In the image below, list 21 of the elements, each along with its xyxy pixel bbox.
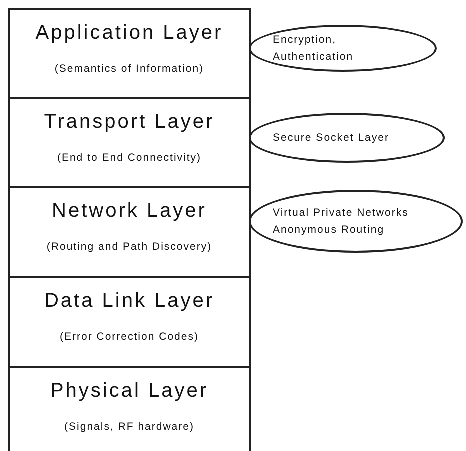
layer-name: Physical Layer: [50, 380, 209, 403]
security-measure-text: Anonymous Routing: [273, 222, 386, 238]
layer-box: [8, 276, 251, 368]
layer-box: [8, 366, 251, 451]
layer-name: Network Layer: [52, 200, 207, 223]
layer-name: Application Layer: [36, 22, 224, 45]
layer-box: [8, 186, 251, 278]
security-measure-text: Encryption, Authentication: [273, 32, 355, 64]
security-ellipse: [249, 113, 445, 163]
layer-box: [8, 97, 251, 188]
layer-name: Data Link Layer: [44, 290, 215, 313]
layer-description: (Signals, RF hardware): [64, 421, 194, 433]
security-measure-text: Secure Socket Layer: [273, 130, 390, 146]
layer-description: (Routing and Path Discovery): [46, 241, 212, 253]
layer-name: Transport Layer: [44, 111, 215, 134]
layer-box: [8, 8, 251, 99]
layer-description: (Semantics of Information): [54, 63, 204, 75]
layer-description: (Error Correction Codes): [60, 331, 199, 343]
layer-description: (End to End Connectivity): [57, 152, 202, 164]
security-ellipse: [249, 25, 437, 72]
security-measure-text: Virtual Private Networks: [273, 206, 410, 220]
